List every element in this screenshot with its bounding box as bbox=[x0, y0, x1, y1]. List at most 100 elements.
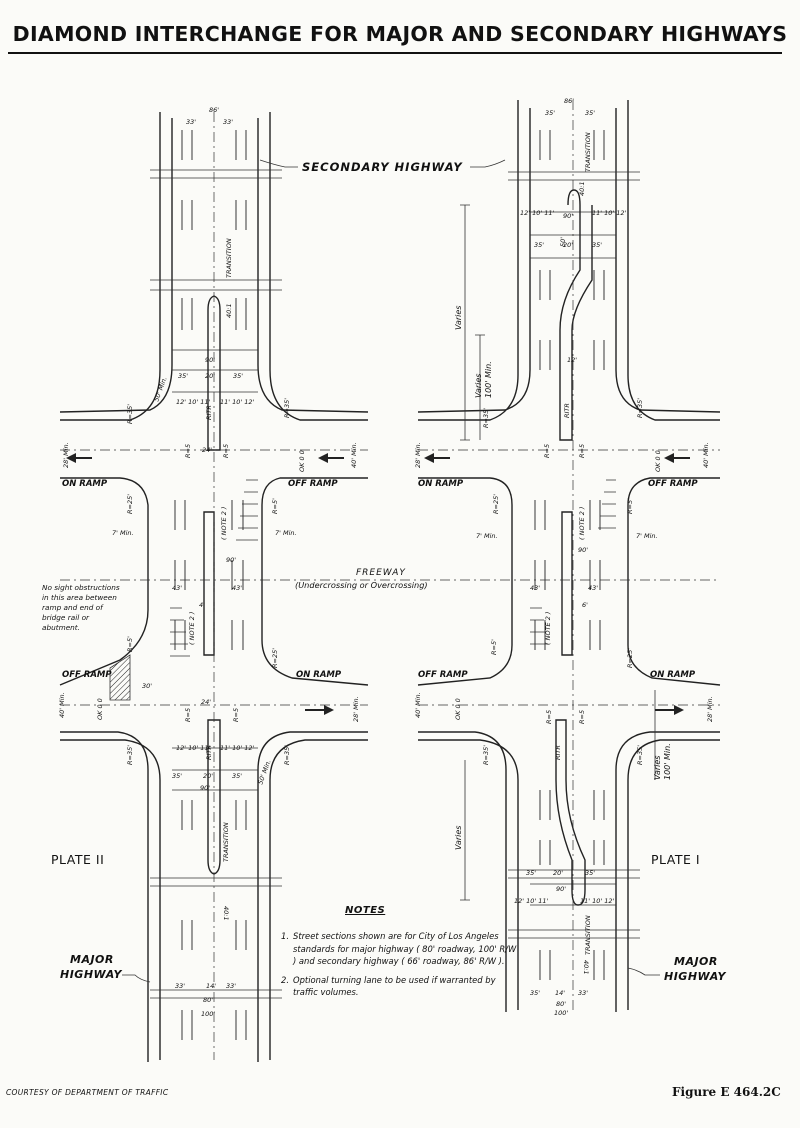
svg-text:OK 0 0: OK 0 0 bbox=[654, 450, 662, 472]
off-ramp-label-ne: OFF RAMP bbox=[288, 479, 338, 489]
off-ramp-label-right-sw: OFF RAMP bbox=[418, 670, 468, 680]
on-ramp-label-nw: ON RAMP bbox=[62, 479, 108, 489]
svg-text:43': 43' bbox=[588, 584, 598, 592]
svg-text:7' Min.: 7' Min. bbox=[476, 532, 498, 540]
svg-text:40' Min.: 40' Min. bbox=[350, 442, 358, 468]
secondary-highway-label: SECONDARY HIGHWAY bbox=[302, 160, 463, 174]
on-ramp-label-right-se: ON RAMP bbox=[650, 670, 696, 680]
page-title: DIAMOND INTERCHANGE FOR MAJOR AND SECOND… bbox=[12, 22, 788, 46]
svg-text:86': 86' bbox=[209, 106, 219, 114]
svg-text:35': 35' bbox=[233, 372, 243, 380]
svg-text:100': 100' bbox=[554, 1009, 568, 1017]
svg-text:R=5': R=5' bbox=[126, 636, 134, 652]
svg-text:12' 10' 11': 12' 10' 11' bbox=[514, 897, 549, 905]
svg-text:20': 20' bbox=[553, 869, 563, 877]
svg-text:R=5: R=5 bbox=[545, 710, 553, 724]
svg-text:33': 33' bbox=[175, 982, 185, 990]
courtesy-credit: COURTESY OF DEPARTMENT OF TRAFFIC bbox=[6, 1088, 169, 1097]
svg-text:R=35': R=35' bbox=[636, 398, 644, 418]
major-leader-right bbox=[627, 967, 660, 976]
svg-text:35': 35' bbox=[232, 772, 242, 780]
svg-text:7' Min.: 7' Min. bbox=[636, 532, 658, 540]
varies-100-south-1: Varies bbox=[653, 756, 662, 780]
svg-text:R=35': R=35' bbox=[283, 398, 291, 418]
svg-text:43': 43' bbox=[232, 584, 242, 592]
svg-text:33': 33' bbox=[226, 982, 236, 990]
freeway-sub-label: (Undercrossing or Overcrossing) bbox=[295, 580, 428, 590]
note-number: 1. bbox=[281, 931, 289, 941]
note2-left-bottom: ( NOTE 2 ) bbox=[188, 612, 196, 645]
svg-text:R=5: R=5 bbox=[184, 708, 192, 722]
svg-text:R=35': R=35' bbox=[283, 745, 291, 765]
svg-text:11' 10' 12': 11' 10' 12' bbox=[220, 744, 255, 752]
svg-text:14': 14' bbox=[555, 989, 565, 997]
svg-text:R=5': R=5' bbox=[626, 498, 634, 514]
svg-text:40' Min.: 40' Min. bbox=[702, 442, 710, 468]
svg-text:28' Min.: 28' Min. bbox=[352, 696, 360, 722]
svg-text:80': 80' bbox=[556, 1000, 566, 1008]
svg-text:4': 4' bbox=[199, 601, 205, 609]
svg-text:90': 90' bbox=[556, 885, 566, 893]
svg-text:86': 86' bbox=[564, 97, 574, 105]
svg-text:24': 24' bbox=[202, 446, 212, 454]
varies-100-south-2: 100' Min. bbox=[663, 743, 672, 780]
figure-number: Figure E 464.2C bbox=[672, 1085, 781, 1099]
svg-text:35': 35' bbox=[592, 241, 602, 249]
transition-left-north: TRANSITION bbox=[225, 238, 233, 278]
plate-right-label: PLATE I bbox=[651, 852, 701, 867]
svg-text:35': 35' bbox=[585, 109, 595, 117]
svg-text:12': 12' bbox=[567, 356, 577, 364]
svg-text:50': 50' bbox=[559, 237, 567, 247]
svg-text:R=35': R=35' bbox=[482, 745, 490, 765]
svg-text:7' Min.: 7' Min. bbox=[275, 529, 297, 537]
varies-label-south: Varies bbox=[454, 826, 463, 850]
svg-text:30': 30' bbox=[142, 682, 152, 690]
right-radius-labels: R=35' R=35' R=25' R=5' R=5' R=25' R=35' … bbox=[414, 398, 714, 765]
svg-text:OK 0 0: OK 0 0 bbox=[298, 450, 306, 472]
varies-label-north: Varies bbox=[454, 306, 463, 330]
on-ramp-label-right-nw: ON RAMP bbox=[418, 479, 464, 489]
taper-right-south: 40:1 bbox=[582, 960, 590, 975]
left-dimensions: 86' 33' 33' 90' 35' 20' 35' 12' 10' 11' … bbox=[112, 106, 297, 1018]
svg-text:12' 10' 11': 12' 10' 11' bbox=[520, 209, 555, 217]
major-highway-label-left: MAJOR HIGHWAY bbox=[60, 953, 123, 981]
svg-text:33': 33' bbox=[186, 118, 196, 126]
notes-list: 1. Street sections shown are for City of… bbox=[281, 930, 521, 1005]
svg-text:R=35': R=35' bbox=[126, 745, 134, 765]
svg-text:100': 100' bbox=[201, 1010, 215, 1018]
major-highway-label-right: MAJOR HIGHWAY bbox=[664, 955, 727, 983]
svg-text:R=25': R=25' bbox=[271, 648, 279, 668]
svg-text:R=5: R=5 bbox=[232, 708, 240, 722]
transition-right-north: TRANSITION bbox=[584, 132, 592, 172]
note2-right-bottom: ( NOTE 2 ) bbox=[544, 612, 552, 645]
svg-text:80': 80' bbox=[203, 996, 213, 1004]
freeway-label: FREEWAY bbox=[356, 568, 406, 578]
plate-right-drawing bbox=[417, 100, 721, 1012]
svg-text:40' Min.: 40' Min. bbox=[414, 692, 422, 718]
sight-note: No sight obstructions in this area betwe… bbox=[42, 583, 122, 632]
svg-text:R=35': R=35' bbox=[636, 745, 644, 765]
taper-left-north: 40:1 bbox=[225, 303, 233, 318]
svg-text:R=35': R=35' bbox=[126, 404, 134, 424]
varies-100-north-1: Varies bbox=[474, 374, 483, 398]
svg-text:R=5: R=5 bbox=[578, 444, 586, 458]
ritr-right-south: RITR bbox=[554, 745, 562, 760]
svg-text:33': 33' bbox=[578, 989, 588, 997]
svg-text:90': 90' bbox=[226, 556, 236, 564]
svg-text:11' 10' 12': 11' 10' 12' bbox=[220, 398, 255, 406]
svg-text:90': 90' bbox=[578, 546, 588, 554]
taper-left-south: 40:1 bbox=[222, 906, 230, 921]
svg-text:90': 90' bbox=[563, 212, 573, 220]
svg-text:35': 35' bbox=[534, 241, 544, 249]
svg-text:OK 0 0: OK 0 0 bbox=[96, 698, 104, 720]
svg-text:24': 24' bbox=[201, 698, 211, 706]
taper-right-north: 40:1 bbox=[578, 181, 586, 196]
off-ramp-label-sw: OFF RAMP bbox=[62, 670, 112, 680]
svg-text:43': 43' bbox=[530, 584, 540, 592]
note-text: Optional turning lane to be used if warr… bbox=[293, 974, 496, 998]
right-dimensions: 86' 35' 35' 12' 10' 11' 11' 10' 12' 90' … bbox=[199, 97, 658, 1017]
svg-text:28' Min.: 28' Min. bbox=[706, 696, 714, 722]
ritr-right-north: RITR bbox=[563, 403, 571, 418]
svg-text:R=25': R=25' bbox=[626, 648, 634, 668]
